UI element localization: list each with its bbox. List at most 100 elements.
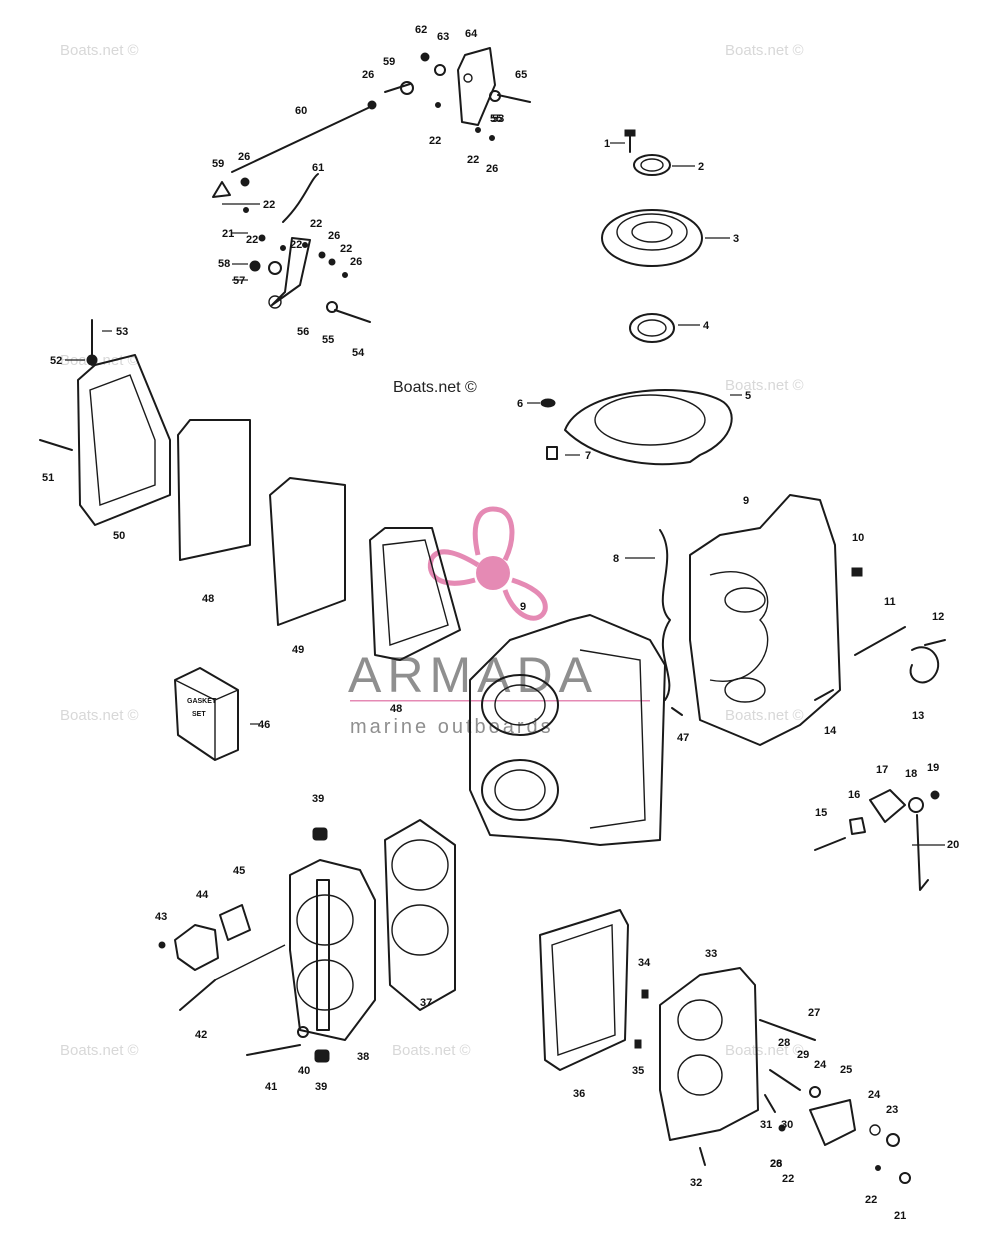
callout-12: 12 xyxy=(932,611,944,623)
callout-40: 40 xyxy=(298,1065,310,1077)
armada-logo: ARMADA marine outboards xyxy=(348,506,650,738)
callout-53b: 53 xyxy=(492,113,504,125)
callout-11: 11 xyxy=(884,596,896,608)
watermark: Boats.net © xyxy=(392,1042,471,1059)
callout-22b: 22 xyxy=(310,218,322,230)
callout-62: 62 xyxy=(415,24,427,36)
callout-38: 38 xyxy=(357,1051,369,1063)
gasket-box-label: GASKET xyxy=(187,698,217,705)
callout-65: 65 xyxy=(515,69,527,81)
callout-22f: 22 xyxy=(246,234,258,246)
callout-29: 29 xyxy=(797,1049,809,1061)
watermark: Boats.net © xyxy=(725,1042,804,1059)
callout-16: 16 xyxy=(848,789,860,801)
callout-59b: 59 xyxy=(383,56,395,68)
callout-21: 21 xyxy=(894,1210,906,1222)
callout-28b: 28 xyxy=(770,1158,782,1170)
callout-54: 54 xyxy=(352,347,365,359)
callout-35: 35 xyxy=(632,1065,644,1077)
callout-22g: 22 xyxy=(782,1173,794,1185)
callout-7: 7 xyxy=(585,450,591,462)
callout-15: 15 xyxy=(815,807,827,819)
callout-48: 48 xyxy=(202,593,214,605)
watermark: Boats.net © xyxy=(725,42,804,59)
callout-55: 55 xyxy=(322,334,334,346)
callout-22c: 22 xyxy=(340,243,352,255)
callout-26b: 26 xyxy=(328,230,340,242)
callout-22e: 22 xyxy=(467,154,479,166)
callout-45: 45 xyxy=(233,865,245,877)
callout-42: 42 xyxy=(195,1029,207,1041)
callout-31: 31 xyxy=(760,1119,772,1131)
callout-26d: 26 xyxy=(362,69,374,81)
callout-48b: 48 xyxy=(390,703,402,715)
watermark: Boats.net © xyxy=(725,707,804,724)
callout-10: 10 xyxy=(852,532,864,544)
callout-19: 19 xyxy=(927,762,939,774)
gasket-box-label: SET xyxy=(192,711,206,718)
callout-20: 20 xyxy=(947,839,959,851)
watermark: Boats.net © xyxy=(725,377,804,394)
callout-50: 50 xyxy=(113,530,125,542)
callout-39: 39 xyxy=(312,793,324,805)
throttle-linkage-assembly xyxy=(212,47,531,323)
callout-34: 34 xyxy=(638,957,651,969)
callout-63: 63 xyxy=(437,31,449,43)
callout-5: 5 xyxy=(745,390,751,402)
callout-8: 8 xyxy=(613,553,619,565)
callout-49: 49 xyxy=(292,644,304,656)
callout-23: 23 xyxy=(886,1104,898,1116)
watermark: Boats.net © xyxy=(60,352,139,369)
callout-58: 58 xyxy=(218,258,230,270)
crankcase xyxy=(659,494,946,746)
callout-57: 57 xyxy=(233,275,245,287)
callout-22d: 22 xyxy=(429,135,441,147)
callout-55b: 55 xyxy=(490,113,502,125)
callout-26: 26 xyxy=(770,1158,782,1170)
callout-53: 53 xyxy=(116,326,128,338)
callout-9: 9 xyxy=(520,601,526,613)
brand-name: ARMADA xyxy=(348,647,598,703)
watermark: Boats.net © xyxy=(60,42,139,59)
watermark-center: Boats.net © xyxy=(393,379,477,396)
callout-41: 41 xyxy=(265,1081,277,1093)
callout-22h: 22 xyxy=(290,239,302,251)
callout-52: 52 xyxy=(50,355,62,367)
callout-37: 37 xyxy=(420,997,432,1009)
callout-27: 27 xyxy=(808,1007,820,1019)
callout-28: 28 xyxy=(778,1037,790,1049)
callout-24: 24 xyxy=(868,1089,881,1101)
callout-64: 64 xyxy=(465,28,478,40)
callout-14: 14 xyxy=(824,725,837,737)
callout-32: 32 xyxy=(690,1177,702,1189)
callout-51: 51 xyxy=(42,472,54,484)
brand-tagline: marine outboards xyxy=(350,716,554,738)
callout-25: 25 xyxy=(840,1064,852,1076)
callout-21a: 21 xyxy=(222,228,234,240)
callout-17: 17 xyxy=(876,764,888,776)
watermark: Boats.net © xyxy=(60,707,139,724)
callout-39b: 39 xyxy=(315,1081,327,1093)
callout-4: 4 xyxy=(703,320,710,332)
callout-47: 47 xyxy=(677,732,689,744)
callout-13: 13 xyxy=(912,710,924,722)
upper-bearing-assembly xyxy=(540,129,733,466)
exhaust-covers xyxy=(539,909,911,1184)
cylinder-block xyxy=(469,614,683,846)
watermarks: Boats.net © Boats.net © Boats.net © Boat… xyxy=(60,42,804,1059)
callout-56: 56 xyxy=(297,326,309,338)
callout-22: 22 xyxy=(865,1194,877,1206)
callout-26c: 26 xyxy=(350,256,362,268)
part-callouts: 1 2 3 4 5 6 7 8 9 9 10 11 12 13 14 15 16… xyxy=(42,24,959,1222)
watermark: Boats.net © xyxy=(60,1042,139,1059)
leader-lines xyxy=(65,142,945,846)
callout-3: 3 xyxy=(733,233,739,245)
callout-9b: 9 xyxy=(743,495,749,507)
callout-26a: 26 xyxy=(238,151,250,163)
callout-6: 6 xyxy=(517,398,523,410)
callout-59: 59 xyxy=(212,158,224,170)
callout-44: 44 xyxy=(196,889,209,901)
callout-30: 30 xyxy=(781,1119,793,1131)
